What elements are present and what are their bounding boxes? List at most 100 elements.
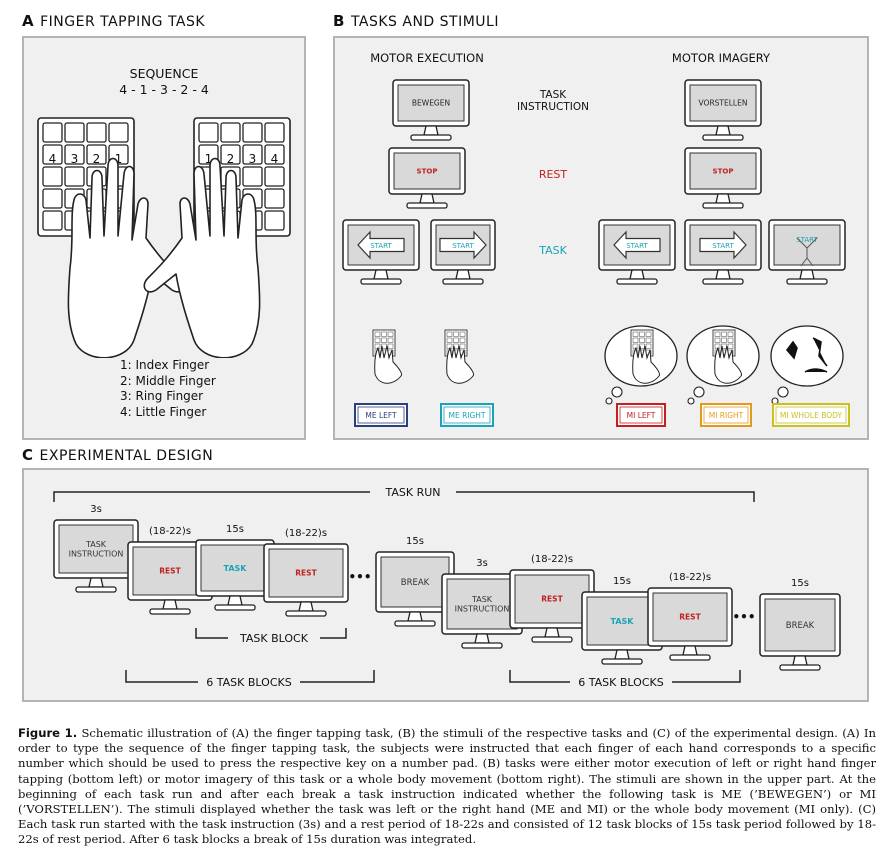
six-task-blocks-bracket: [509, 670, 741, 683]
key-digit: 4: [271, 152, 279, 166]
monitor-mi-whole-body: [768, 219, 846, 285]
monitor-label: BREAK: [401, 578, 430, 588]
monitor-vorstellen: VORSTELLEN: [684, 79, 762, 141]
monitor-neck: [88, 577, 104, 588]
mini-key: [446, 331, 453, 337]
start-label: START: [452, 242, 474, 250]
keypad-key: [64, 122, 85, 143]
mini-key: [645, 343, 652, 349]
arrow-right-icon: START: [699, 230, 747, 260]
mini-key: [387, 343, 394, 349]
monitor-base: [779, 664, 821, 671]
task-run-label: TASK RUN: [384, 486, 440, 499]
legend-ring: 3: Ring Finger: [120, 389, 204, 403]
thought-dot: [605, 397, 613, 405]
monitor-base: [75, 586, 117, 593]
keypad-key: [264, 210, 285, 231]
figure-caption: Figure 1. Schematic illustration of (A) …: [18, 726, 876, 848]
monitor-label: STOP: [713, 167, 734, 175]
badge-inner: [775, 406, 847, 424]
monitor-screen: [652, 592, 728, 642]
badge-label: ME RIGHT: [448, 411, 485, 420]
monitor-base: [669, 654, 711, 661]
stick-figure-icon: [796, 237, 818, 267]
mini-key: [632, 337, 639, 343]
mini-key: [374, 343, 381, 349]
thought-dot: [687, 397, 695, 405]
timeline-monitor-break: BREAK: [759, 593, 841, 671]
hand-outline: [67, 157, 185, 358]
keypad-key: [264, 144, 285, 165]
arrow-shape: [613, 230, 661, 260]
mini-key: [714, 331, 721, 337]
badge-mi-right: MI RIGHT: [700, 403, 752, 427]
motor-imagery-heading: MOTOR IMAGERY: [672, 51, 771, 65]
badge-label: ME LEFT: [365, 411, 397, 420]
duration-label: (18-22)s: [531, 554, 573, 565]
monitor-neck: [419, 193, 435, 204]
duration-label: 15s: [406, 536, 424, 547]
monitor-label: TASK: [224, 564, 248, 573]
monitor-screen: [380, 556, 450, 608]
keypad-key: [220, 122, 241, 143]
monitor-label: VORSTELLEN: [699, 99, 748, 108]
monitor-screen: [132, 546, 208, 596]
mini-key: [721, 331, 727, 337]
mini-key: [374, 337, 381, 343]
arrow-left-icon: START: [357, 230, 405, 260]
motor-execution-heading: MOTOR EXECUTION: [370, 51, 484, 65]
badge-label: MI LEFT: [627, 411, 656, 420]
sequence-label: SEQUENCE: [129, 66, 199, 81]
mini-key: [453, 337, 459, 343]
keypad-key: [198, 122, 219, 143]
monitor-neck: [682, 645, 698, 656]
monitor-label: BEWEGEN: [412, 99, 450, 108]
body-movement-icon: [785, 337, 828, 373]
key-digit: 3: [249, 152, 257, 166]
monitor-neck: [792, 655, 808, 666]
monitor-base: [406, 202, 448, 209]
keypad-key: [64, 144, 85, 165]
mini-key: [714, 343, 721, 349]
timeline-monitor-rest: REST: [647, 587, 733, 661]
mini-key: [381, 331, 387, 337]
monitor-neck: [799, 269, 815, 280]
task-block-label: TASK BLOCK: [239, 632, 309, 645]
mini-key: [381, 337, 387, 343]
monitor-stop-me: STOP: [388, 147, 466, 209]
key-digit: 2: [93, 152, 101, 166]
monitor-base: [786, 278, 828, 285]
badge-inner: [357, 406, 405, 424]
hand-outline: [143, 157, 261, 358]
monitor-neck: [162, 599, 178, 610]
mini-key: [727, 331, 734, 337]
arrow-shape: [439, 230, 487, 260]
mini-key: [387, 337, 394, 343]
monitor-neck: [715, 269, 731, 280]
left-hand: [67, 157, 185, 358]
monitor-neck: [298, 601, 314, 612]
monitor-base: [616, 278, 658, 285]
monitor-screen: [58, 524, 134, 574]
keypad-key: [264, 166, 285, 187]
monitor-base: [442, 278, 484, 285]
keypad-key: [42, 144, 63, 165]
badge-mi-left: MI LEFT: [616, 403, 666, 427]
monitor-base: [702, 202, 744, 209]
key-digit: 1: [205, 152, 213, 166]
start-label: START: [712, 242, 734, 250]
duration-label: 15s: [791, 578, 809, 589]
monitor-base: [702, 278, 744, 285]
monitor-neck: [544, 627, 560, 638]
monitor-base: [149, 608, 191, 615]
mini-hand: [714, 345, 742, 384]
finger-legend: 1: Index Finger 2: Middle Finger 3: Ring…: [120, 358, 216, 420]
monitor-base: [702, 134, 744, 141]
timeline-monitor-break: BREAK: [375, 551, 455, 627]
monitor-base: [360, 278, 402, 285]
monitor-label: TASK: [611, 617, 635, 626]
